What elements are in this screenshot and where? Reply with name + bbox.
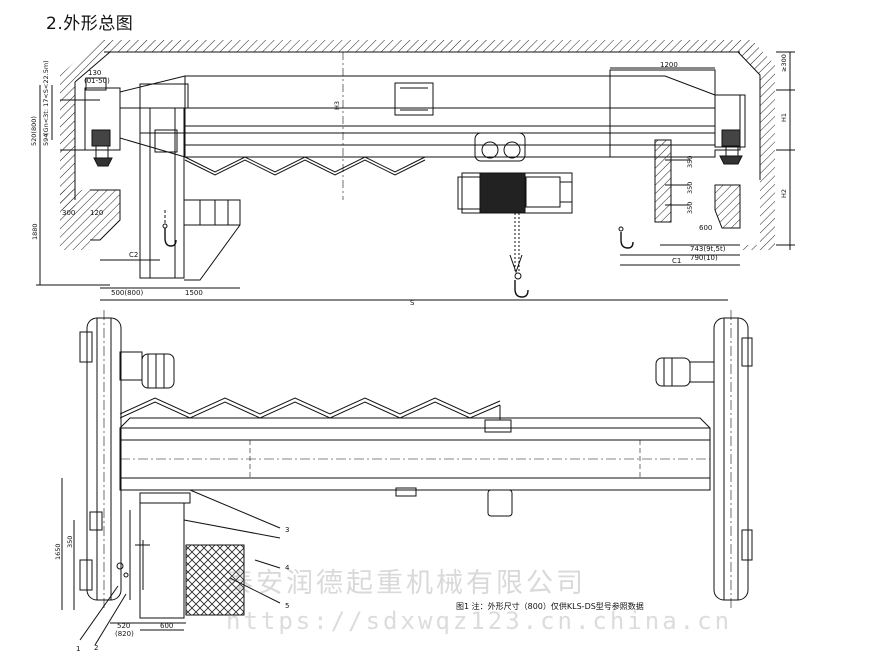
dim-1200: 1200 <box>660 61 678 69</box>
callout-1: 1 <box>76 645 80 651</box>
dim-1500: 1500 <box>185 289 203 297</box>
dim-350-b: 350 <box>686 182 694 194</box>
dim-350-a: 350 <box>686 156 694 168</box>
dim-01-50: (01-50) <box>84 77 110 85</box>
dim-c1: C1 <box>672 257 681 265</box>
dim-s: S <box>410 299 415 307</box>
dim-350-plan: 350 <box>66 536 74 548</box>
dim-594: 594 <box>42 134 50 146</box>
drawing-heading: 2.外形总图 <box>46 14 134 34</box>
dim-h1: H1 <box>780 113 788 122</box>
elevation-dimensions: 130 (01-50) 520(800) 594 (Gn<3t: 17<S<22… <box>30 54 788 307</box>
dim-820: (820) <box>115 630 134 638</box>
callout-labels: 1 2 3 4 5 <box>76 526 290 651</box>
ceiling-hatch <box>104 40 752 52</box>
plan-view <box>61 310 753 646</box>
hoist-trolley <box>457 132 573 298</box>
elevation-view <box>36 40 795 301</box>
dim-c2: C2 <box>129 251 138 259</box>
watermark-url: https://sdxwqz123.cn.china.cn <box>226 607 733 635</box>
truss-zigzag <box>184 156 426 173</box>
plan-truss-zigzag <box>119 401 501 419</box>
right-wall-hatch <box>738 40 775 250</box>
dim-1650: 1650 <box>54 543 62 560</box>
plan-dimensions: 1650 350 520 (820) 600 <box>54 536 173 638</box>
dim-1880: 1880 <box>31 223 39 240</box>
dim-h3-note: (Gn<3t: 17<S<22.5m) <box>42 60 50 135</box>
callout-3: 3 <box>285 526 289 534</box>
dim-600: 600 <box>699 224 712 232</box>
dim-790: 790(10) <box>690 254 718 262</box>
callout-5: 5 <box>285 602 289 610</box>
dim-h3: H3 <box>333 101 341 110</box>
dim-120: 120 <box>90 209 103 217</box>
dim-600-plan: 600 <box>160 622 173 630</box>
watermark-company: 泰安润德起重机械有限公司 <box>226 568 586 599</box>
dim-520-plan: 520 <box>117 622 130 630</box>
dim-500: 500(800) <box>111 289 143 297</box>
callout-2: 2 <box>94 644 98 651</box>
dim-350-c: 350 <box>686 202 694 214</box>
dim-300: 300 <box>62 209 75 217</box>
dim-h2: H2 <box>780 189 788 198</box>
left-wall-hatch <box>60 40 110 210</box>
drawing-caption: 图1 注：外形尺寸（800）仅供KLS-DS型号参照数据 <box>456 602 644 611</box>
callout-4: 4 <box>285 564 290 572</box>
dim-520: 520(800) <box>30 116 38 146</box>
dim-130: 130 <box>88 69 101 77</box>
dim-300-right: ≥300 <box>780 54 788 72</box>
dim-743: 743(9t,5t) <box>690 245 726 253</box>
